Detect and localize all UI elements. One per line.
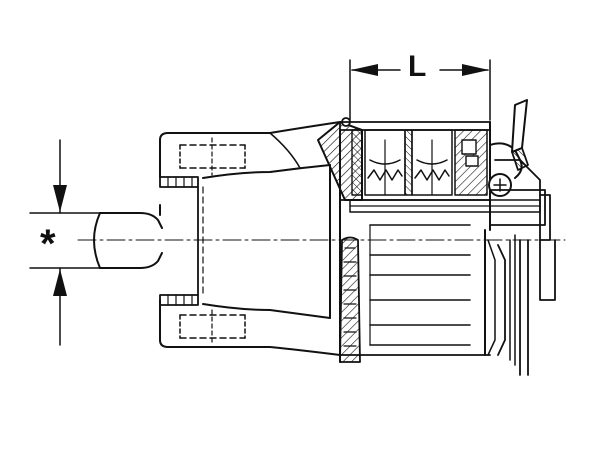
clutch-springs bbox=[351, 129, 453, 196]
cross-bearing-cups bbox=[159, 176, 204, 306]
length-dimension-label: L bbox=[408, 50, 427, 83]
detent-mechanism bbox=[454, 129, 523, 197]
length-dimension bbox=[349, 59, 491, 121]
shaft-stub bbox=[29, 212, 163, 269]
outer-flange bbox=[349, 189, 556, 376]
housing-slots bbox=[369, 224, 471, 346]
yoke-upper-arm bbox=[159, 121, 341, 216]
diameter-dimension-label: * bbox=[40, 222, 56, 266]
yoke-lower-arm bbox=[159, 299, 341, 356]
actuating-lever bbox=[494, 99, 541, 196]
diameter-dimension bbox=[53, 139, 67, 346]
weld-bead bbox=[339, 236, 361, 363]
inner-yoke-body bbox=[202, 132, 331, 319]
